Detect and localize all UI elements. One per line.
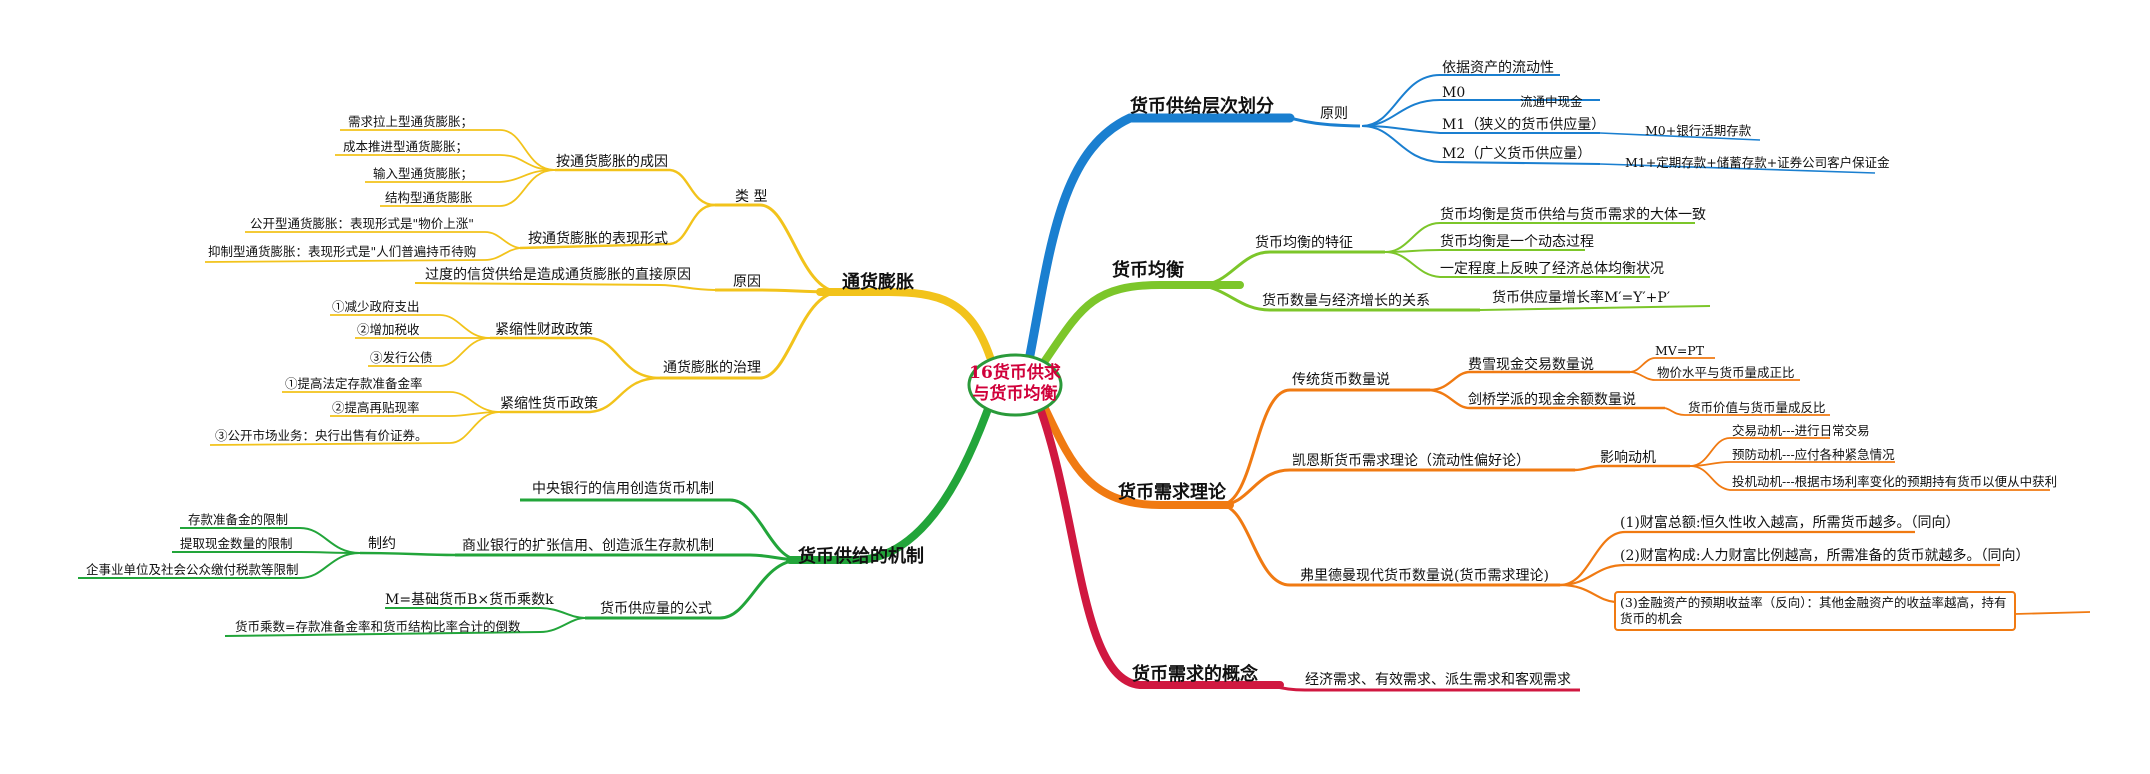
open-inflation[interactable]: 公开型通货膨胀：表现形式是"物价上涨" xyxy=(250,216,474,231)
repressed-inflation[interactable]: 抑制型通货膨胀：表现形式是"人们普遍持币待购 xyxy=(208,244,476,259)
commercial-bank-mechanism[interactable]: 商业银行的扩张信用、创造派生存款机制 xyxy=(462,538,714,554)
branch-demand-concept[interactable]: 货币需求的概念 经济需求、有效需求、派生需求和客观需求 xyxy=(1036,404,1580,692)
central-topic[interactable]: 16货币供求 与货币均衡 xyxy=(967,353,1063,417)
equilibrium-title[interactable]: 货币均衡 xyxy=(1112,259,1184,281)
fiscal-3[interactable]: ③发行公债 xyxy=(370,350,433,365)
inflation-types[interactable]: 类 型 xyxy=(735,189,767,205)
demand-concept-leaf[interactable]: 经济需求、有效需求、派生需求和客观需求 xyxy=(1305,671,1571,688)
mvpt-formula[interactable]: MV=PT xyxy=(1655,343,1705,358)
friedman-point-2[interactable]: (2)财富构成:人力财富比例越高，所需准备的货币就越多。（同向） xyxy=(1620,547,2030,564)
type-cost-push[interactable]: 成本推进型通货膨胀； xyxy=(343,139,468,154)
fiscal-policy[interactable]: 紧缩性财政政策 xyxy=(495,321,593,338)
formula-1[interactable]: M=基础货币B×货币乘数k xyxy=(385,591,554,608)
constraint-2[interactable]: 提取现金数量的限制 xyxy=(180,536,293,551)
cambridge-theory[interactable]: 剑桥学派的现金余额数量说 xyxy=(1468,391,1636,408)
keynes-theory[interactable]: 凯恩斯货币需求理论（流动性偏好论） xyxy=(1292,452,1530,469)
branch-demand-theory[interactable]: 货币需求理论 传统货币数量说 费雪现金交易数量说 MV=PT 物价水平与货币量成… xyxy=(1036,343,2091,631)
demand-concept-title[interactable]: 货币需求的概念 xyxy=(1132,663,1258,685)
motive-transaction[interactable]: 交易动机---进行日常交易 xyxy=(1732,423,1870,438)
supply-mechanism-title[interactable]: 货币供给的机制 xyxy=(798,545,924,567)
fiscal-1[interactable]: ①减少政府支出 xyxy=(332,299,420,314)
eq-growth[interactable]: 货币数量与经济增长的关系 xyxy=(1262,292,1430,309)
formula-2[interactable]: 货币乘数=存款准备金率和货币结构比率合计的倒数 xyxy=(235,619,521,634)
demand-theory-title[interactable]: 货币需求理论 xyxy=(1118,481,1227,503)
m0-label[interactable]: M0 xyxy=(1442,85,1465,101)
type-structural[interactable]: 结构型通货膨胀 xyxy=(385,190,473,205)
branch-supply-hierarchy[interactable]: 货币供给层次划分 原则 依据资产的流动性 M0 流通中现金 M1（狭义的货币供应… xyxy=(1025,60,1890,360)
m2-label[interactable]: M2（广义货币供应量） xyxy=(1442,145,1591,162)
eq-feature-1[interactable]: 货币均衡是货币供给与货币需求的大体一致 xyxy=(1440,206,1706,223)
cambridge-leaf[interactable]: 货币价值与货币量成反比 xyxy=(1688,400,1826,415)
by-cause[interactable]: 按通货膨胀的成因 xyxy=(556,153,668,170)
eq-features[interactable]: 货币均衡的特征 xyxy=(1255,234,1353,251)
monetary-1[interactable]: ①提高法定存款准备金率 xyxy=(285,376,423,391)
monetary-3[interactable]: ③公开市场业务：央行出售有价证券。 xyxy=(215,428,428,443)
influence-motives[interactable]: 影响动机 xyxy=(1600,450,1656,466)
friedman-theory[interactable]: 弗里德曼现代货币数量说(货币需求理论) xyxy=(1300,567,1549,584)
eq-feature-2[interactable]: 货币均衡是一个动态过程 xyxy=(1440,233,1594,250)
fisher-theory[interactable]: 费雪现金交易数量说 xyxy=(1468,356,1594,373)
friedman-point-3-line2: 货币的机会 xyxy=(1620,611,1683,626)
inflation-governance[interactable]: 通货膨胀的治理 xyxy=(663,359,761,376)
monetary-2[interactable]: ②提高再贴现率 xyxy=(332,400,420,415)
branch-supply-mechanism[interactable]: 货币供给的机制 中央银行的信用创造货币机制 商业银行的扩张信用、创造派生存款机制… xyxy=(78,394,996,637)
liquidity-leaf[interactable]: 依据资产的流动性 xyxy=(1442,60,1554,76)
motive-precaution[interactable]: 预防动机---应付各种紧急情况 xyxy=(1732,447,1895,462)
fiscal-2[interactable]: ②增加税收 xyxy=(357,322,420,337)
principle-label[interactable]: 原则 xyxy=(1320,106,1348,122)
inflation-title[interactable]: 通货膨胀 xyxy=(842,271,914,293)
branch-equilibrium[interactable]: 货币均衡 货币均衡的特征 货币均衡是货币供给与货币需求的大体一致 货币均衡是一个… xyxy=(1036,206,1711,372)
m1-label[interactable]: M1（狭义的货币供应量） xyxy=(1442,116,1605,133)
friedman-point-1[interactable]: (1)财富总额:恒久性收入越高，所需货币越多。（同向） xyxy=(1620,514,1960,531)
central-topic-line2: 与货币均衡 xyxy=(973,383,1058,404)
friedman-point-3-line1: (3)金融资产的预期收益率（反向）：其他金融资产的收益率越高，持有 xyxy=(1620,595,2006,610)
by-form[interactable]: 按通货膨胀的表现形式 xyxy=(528,230,668,247)
type-demand-pull[interactable]: 需求拉上型通货膨胀； xyxy=(348,114,473,129)
m0-definition[interactable]: 流通中现金 xyxy=(1520,94,1583,109)
eq-feature-3[interactable]: 一定程度上反映了经济总体均衡状况 xyxy=(1440,261,1664,277)
friedman-point-3-box[interactable] xyxy=(1614,591,2016,631)
constraint-3[interactable]: 企事业单位及社会公众缴付税款等限制 xyxy=(86,562,299,577)
type-imported[interactable]: 输入型通货膨胀； xyxy=(373,166,473,181)
branch-inflation[interactable]: 通货膨胀 类 型 按通货膨胀的成因 需求拉上型通货膨胀； 成本推进型通货膨胀； … xyxy=(204,114,994,446)
traditional-theory[interactable]: 传统货币数量说 xyxy=(1292,371,1390,388)
constraint-1[interactable]: 存款准备金的限制 xyxy=(188,512,288,527)
m1-definition[interactable]: M0+银行活期存款 xyxy=(1645,123,1752,138)
monetary-policy[interactable]: 紧缩性货币政策 xyxy=(500,395,598,412)
central-topic-line1: 16货币供求 xyxy=(969,362,1061,383)
fisher-leaf[interactable]: 物价水平与货币量成正比 xyxy=(1657,365,1795,380)
constraint-label[interactable]: 制约 xyxy=(368,536,396,552)
cause-leaf[interactable]: 过度的信贷供给是造成通货膨胀的直接原因 xyxy=(425,266,691,283)
m2-definition[interactable]: M1+定期存款+储蓄存款+证券公司客户保证金 xyxy=(1625,155,1890,170)
eq-growth-formula[interactable]: 货币供应量增长率M′=Y′+P′ xyxy=(1492,289,1670,306)
supply-hierarchy-title[interactable]: 货币供给层次划分 xyxy=(1130,95,1274,117)
supply-formula[interactable]: 货币供应量的公式 xyxy=(600,600,712,617)
central-bank-mechanism[interactable]: 中央银行的信用创造货币机制 xyxy=(532,480,714,497)
motive-speculation[interactable]: 投机动机---根据市场利率变化的预期持有货币以便从中获利 xyxy=(1732,474,2057,489)
inflation-cause[interactable]: 原因 xyxy=(733,274,761,290)
